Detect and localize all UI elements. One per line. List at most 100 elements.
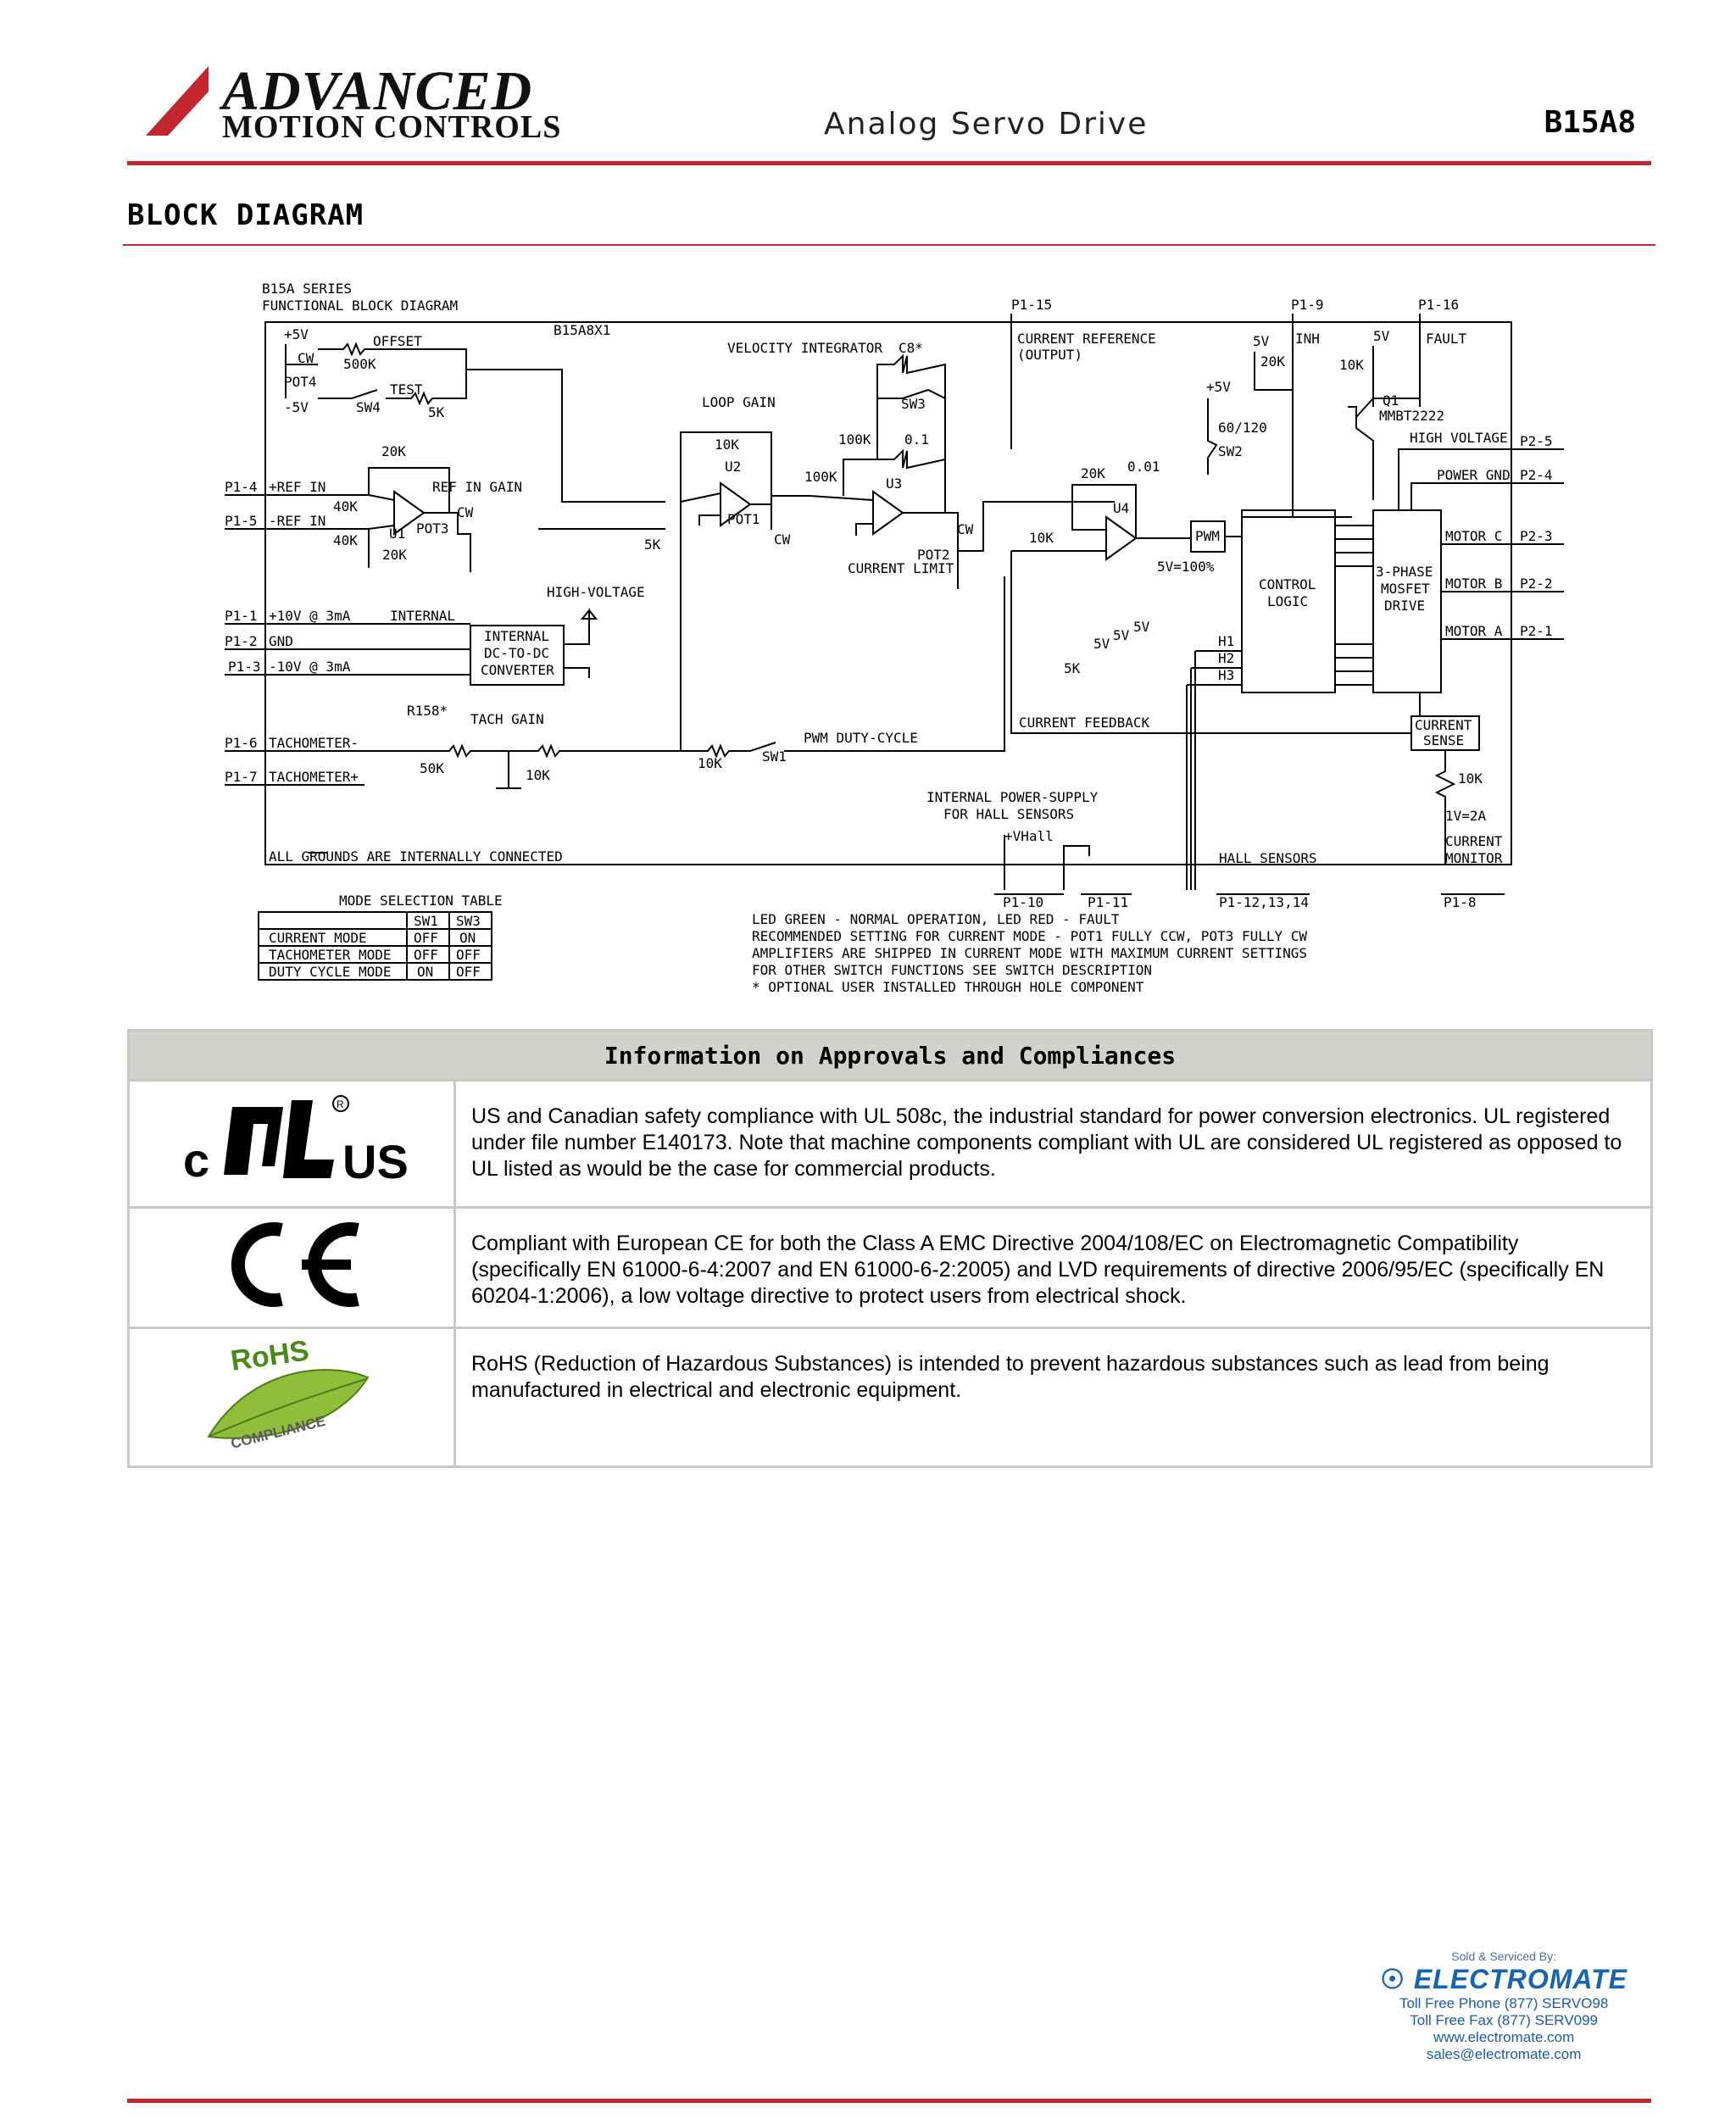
svg-text:+5V: +5V [284,326,309,342]
part-number: B15A8 [1544,105,1636,140]
sold-by-label: Sold & Serviced By: [1451,1949,1556,1963]
svg-text:P2-5: P2-5 [1520,433,1553,449]
approvals-header: Information on Approvals and Compliances [127,1029,1653,1082]
ce-mark-cell: CE [127,1206,456,1329]
svg-text:GND: GND [269,633,293,649]
svg-text:5K: 5K [1064,660,1081,676]
svg-text:SW4: SW4 [356,399,381,415]
svg-text:20K: 20K [1081,465,1105,481]
svg-text:5V: 5V [1253,333,1270,349]
right-connector-pins: HIGH VOLTAGE P2-5 POWER GND P2-4 MOTOR C… [1398,430,1564,640]
svg-text:H3: H3 [1218,667,1234,683]
svg-text:10K: 10K [698,755,722,771]
svg-text:+REF IN: +REF IN [269,479,326,495]
svg-text:MOTOR C: MOTOR C [1445,528,1502,544]
svg-text:LOGIC: LOGIC [1267,593,1308,609]
svg-text:INH: INH [1295,331,1320,347]
svg-text:40K: 40K [333,498,358,514]
distributor-logo: ☉ ELECTROMATE [1380,1963,1628,1995]
distributor-email[interactable]: sales@electromate.com [1426,2046,1582,2062]
svg-text:DUTY CYCLE MODE: DUTY CYCLE MODE [269,964,392,980]
svg-text:P1-4: P1-4 [225,479,258,495]
svg-text:P1-7: P1-7 [225,769,258,785]
svg-text:CURRENT: CURRENT [1415,717,1472,733]
svg-text:SW3: SW3 [456,913,481,929]
svg-text:FOR HALL SENSORS: FOR HALL SENSORS [943,806,1074,822]
svg-text:P1-12,13,14: P1-12,13,14 [1219,894,1309,910]
svg-text:CURRENT: CURRENT [1445,833,1503,849]
rohs-mark-cell: RoHS COMPLIANCE [127,1326,456,1468]
svg-text:MMBT2222: MMBT2222 [1379,408,1444,424]
svg-text:5V: 5V [1093,636,1110,652]
svg-text:P1-6: P1-6 [225,735,258,751]
svg-text:MOTOR A: MOTOR A [1445,623,1503,639]
svg-text:(OUTPUT): (OUTPUT) [1017,347,1082,363]
svg-text:SW3: SW3 [901,396,926,412]
svg-text:3-PHASE: 3-PHASE [1376,564,1433,580]
svg-text:ALL GROUNDS ARE INTERNALLY: ALL GROUNDS ARE INTERNALLY CONNECTED [269,848,563,865]
svg-text:10K: 10K [1339,357,1364,373]
svg-text:MODE SELECTION TABLE: MODE SELECTION TABLE [339,893,503,909]
mode-selection-table: MODE SELECTION TABLE SW1 SW3 CURRENT MOD… [258,893,503,981]
opamp-u3 [872,490,904,536]
svg-text:ON: ON [417,964,433,980]
svg-text:CURRENT MODE: CURRENT MODE [269,930,367,946]
svg-text:TACHOMETER MODE: TACHOMETER MODE [269,947,392,963]
dc-dc-converter-box [470,625,565,686]
svg-text:CW: CW [298,350,314,366]
header-divider [127,161,1651,165]
svg-text:CW: CW [774,531,791,548]
ul-compliance-text: US and Canadian safety compliance with U… [453,1079,1653,1209]
svg-text:10K: 10K [526,767,550,783]
distributor-website[interactable]: www.electromate.com [1433,2029,1575,2045]
svg-text:SW2: SW2 [1218,443,1243,459]
svg-text:P1-5: P1-5 [225,513,258,529]
svg-text:* OPTIONAL USER INSTALLED THRO: * OPTIONAL USER INSTALLED THROUGH HOLE C… [752,979,1144,995]
svg-text:0.01: 0.01 [1127,459,1160,475]
svg-text:H2: H2 [1218,650,1234,666]
svg-text:OFF: OFF [456,947,481,963]
footer-divider [127,2099,1651,2103]
svg-text:+5V: +5V [1206,379,1231,395]
svg-text:0.1: 0.1 [904,431,929,448]
svg-text:P2-4: P2-4 [1520,467,1553,483]
svg-text:DRIVE: DRIVE [1384,598,1425,614]
svg-text:AMPLIFIERS ARE SHIPPED IN CURR: AMPLIFIERS ARE SHIPPED IN CURRENT MODE W… [752,945,1307,961]
svg-text:MOSFET: MOSFET [1381,581,1430,597]
svg-text:LOOP GAIN: LOOP GAIN [702,394,776,410]
pin-p1-16: P1-16 [1418,297,1459,313]
ul-mark-cell: c R US [127,1079,456,1209]
svg-text:FAULT: FAULT [1426,331,1467,347]
svg-text:TACHOMETER+: TACHOMETER+ [269,769,359,785]
diagram-model: B15A8X1 [554,322,610,338]
svg-text:5V: 5V [1373,328,1390,344]
svg-text:P1-3: P1-3 [228,659,261,675]
svg-text:P2-3: P2-3 [1520,528,1553,544]
svg-text:+10V @ 3mA: +10V @ 3mA [269,608,351,624]
control-logic-block [1241,509,1336,693]
ul-mark-icon: c R US [183,1094,409,1188]
opamp-u2 [720,481,752,527]
table-row: c R US US and Canadian safety compliance… [127,1079,1653,1209]
svg-text:P1-1: P1-1 [225,608,258,624]
pin-p1-15: P1-15 [1011,297,1052,313]
svg-text:CW: CW [957,521,974,537]
svg-text:5V: 5V [1113,627,1130,643]
svg-text:INTERNAL: INTERNAL [390,608,455,624]
distributor-name: ELECTROMATE [1413,1964,1628,1994]
table-row: CE Compliant with European CE for both t… [127,1206,1653,1329]
svg-text:CURRENT REFERENCE: CURRENT REFERENCE [1017,331,1156,347]
svg-text:C8*: C8* [899,340,923,356]
svg-text:US: US [342,1135,409,1188]
svg-text:RECOMMENDED SETTING FOR CURREN: RECOMMENDED SETTING FOR CURRENT MODE - P… [752,928,1307,944]
svg-text:SW1: SW1 [762,748,787,765]
svg-text:-REF IN: -REF IN [269,513,326,529]
svg-text:+VHall: +VHall [1004,828,1054,844]
svg-text:50K: 50K [420,760,444,776]
svg-text:20K: 20K [382,547,407,563]
approvals-header-row: Information on Approvals and Compliances [127,1029,1653,1082]
svg-text:FOR OTHER SWITCH FUNCTIONS SEE: FOR OTHER SWITCH FUNCTIONS SEE SWITCH DE… [752,962,1152,978]
electromate-swirl-icon: ☉ [1380,1964,1405,1994]
svg-text:HIGH VOLTAGE: HIGH VOLTAGE [1410,430,1508,446]
diagram-title-series: B15A SERIES [262,281,352,297]
